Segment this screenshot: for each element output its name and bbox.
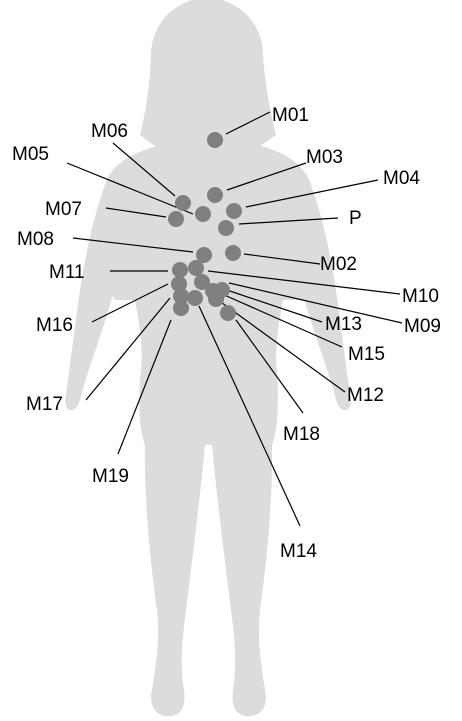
label-m11: M11 xyxy=(49,262,85,283)
label-m06: M06 xyxy=(91,121,128,142)
label-m07: M07 xyxy=(45,199,82,220)
label-m13: M13 xyxy=(325,314,362,335)
label-m02: M02 xyxy=(320,254,357,275)
label-m08: M08 xyxy=(17,229,54,250)
label-m03: M03 xyxy=(306,147,343,168)
label-m05: M05 xyxy=(12,144,49,165)
marker-m05 xyxy=(195,206,211,222)
label-m18: M18 xyxy=(283,424,320,445)
marker-m07 xyxy=(168,211,184,227)
label-m12: M12 xyxy=(347,385,384,406)
label-m04: M04 xyxy=(383,168,420,189)
marker-p xyxy=(218,220,234,236)
label-m14: M14 xyxy=(280,541,317,562)
label-m01: M01 xyxy=(272,105,309,126)
marker-m19 xyxy=(173,300,189,316)
marker-m10 xyxy=(188,260,204,276)
label-m09: M09 xyxy=(404,316,441,337)
label-m17: M17 xyxy=(26,394,63,415)
marker-m15 xyxy=(205,283,221,299)
label-m16: M16 xyxy=(36,315,73,336)
marker-m06 xyxy=(175,195,191,211)
marker-m04 xyxy=(226,203,242,219)
marker-m18 xyxy=(220,305,236,321)
label-m15: M15 xyxy=(348,344,385,365)
label-m19: M19 xyxy=(92,466,129,487)
marker-m01 xyxy=(207,132,223,148)
marker-m03 xyxy=(207,187,223,203)
marker-m14 xyxy=(187,290,203,306)
label-p: P xyxy=(349,208,362,229)
marker-m02 xyxy=(225,245,241,261)
label-m10: M10 xyxy=(402,286,439,307)
marker-m11 xyxy=(172,262,188,278)
